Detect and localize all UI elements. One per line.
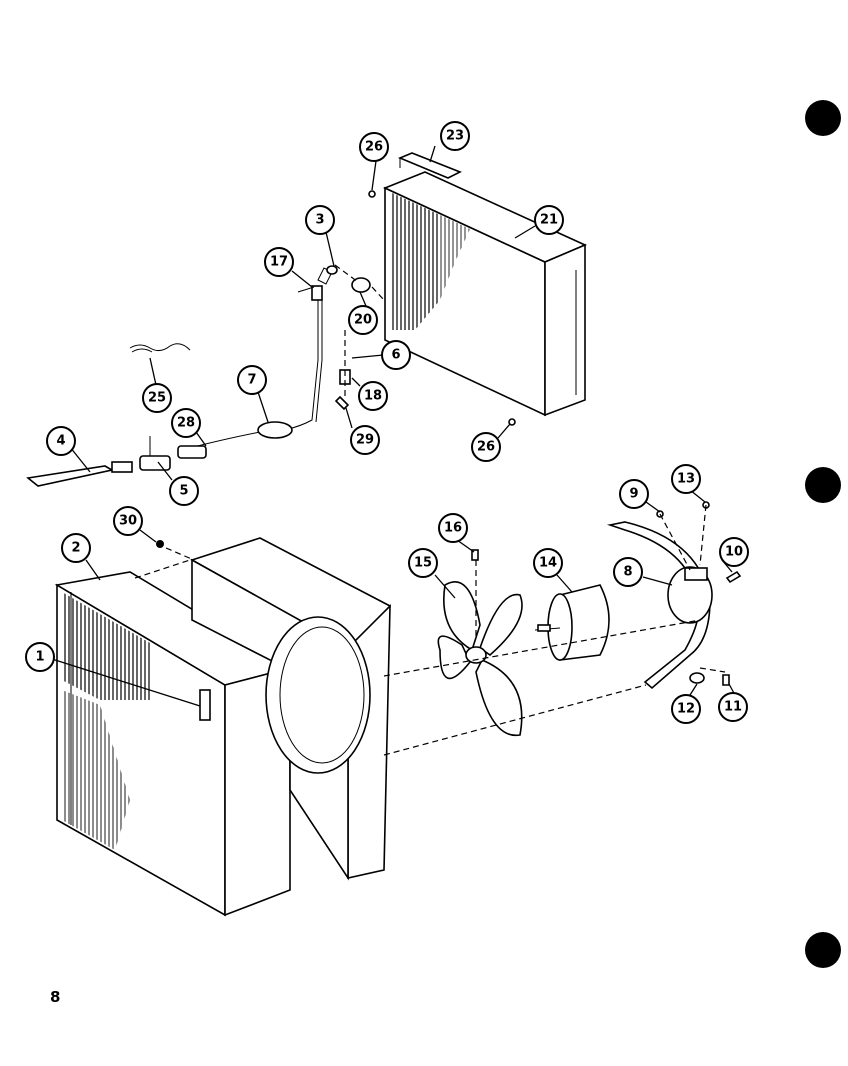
callout-7-label: 7 bbox=[247, 373, 256, 388]
mounting-bracket bbox=[397, 152, 462, 179]
callout-9-label: 9 bbox=[629, 487, 638, 502]
condenser-coil bbox=[382, 171, 587, 417]
callout-13-label: 13 bbox=[677, 472, 695, 487]
callout-14-label: 14 bbox=[539, 556, 557, 571]
page-number: 8 bbox=[50, 988, 61, 1006]
callout-11-label: 11 bbox=[724, 700, 742, 715]
callout-10: 10 bbox=[719, 537, 749, 567]
callout-25: 25 bbox=[142, 383, 172, 413]
callout-16: 16 bbox=[438, 513, 468, 543]
callout-9: 9 bbox=[619, 479, 649, 509]
callout-23-label: 23 bbox=[446, 129, 464, 144]
fan-blade bbox=[437, 580, 523, 737]
capillary-tube-assembly bbox=[189, 265, 371, 449]
callout-7: 7 bbox=[237, 365, 267, 395]
callout-11: 11 bbox=[718, 692, 748, 722]
motor-mount-band bbox=[606, 521, 713, 690]
callout-17: 17 bbox=[264, 247, 294, 277]
callout-6-label: 6 bbox=[391, 348, 400, 363]
alignment-lines bbox=[134, 264, 726, 756]
fan-shroud bbox=[190, 537, 391, 881]
callout-25-label: 25 bbox=[148, 391, 166, 406]
callout-26-top: 26 bbox=[359, 132, 389, 162]
callout-8: 8 bbox=[613, 557, 643, 587]
callout-12: 12 bbox=[671, 694, 701, 724]
callout-6: 6 bbox=[381, 340, 411, 370]
callout-28: 28 bbox=[171, 408, 201, 438]
callout-20-label: 20 bbox=[354, 313, 372, 328]
callout-3-label: 3 bbox=[315, 213, 324, 228]
leader-lines bbox=[51, 145, 736, 707]
callout-14: 14 bbox=[533, 548, 563, 578]
binder-hole-top bbox=[805, 100, 841, 136]
callout-16-label: 16 bbox=[444, 521, 462, 536]
callout-10-label: 10 bbox=[725, 545, 743, 560]
callout-30-label: 30 bbox=[119, 514, 137, 529]
binder-hole-bottom bbox=[805, 932, 841, 968]
callout-26-bottom-label: 26 bbox=[477, 440, 495, 455]
callout-12-label: 12 bbox=[677, 702, 695, 717]
fan-motor bbox=[534, 584, 610, 661]
binder-hole-middle bbox=[805, 467, 841, 503]
callout-21-label: 21 bbox=[540, 213, 558, 228]
callout-5: 5 bbox=[169, 476, 199, 506]
callout-29: 29 bbox=[350, 425, 380, 455]
callout-15: 15 bbox=[408, 548, 438, 578]
callout-13: 13 bbox=[671, 464, 701, 494]
callout-2-label: 2 bbox=[71, 541, 80, 556]
callout-4: 4 bbox=[46, 426, 76, 456]
callout-18: 18 bbox=[358, 381, 388, 411]
callout-1: 1 bbox=[25, 642, 55, 672]
front-grille-panel bbox=[54, 571, 293, 917]
callout-4-label: 4 bbox=[56, 434, 65, 449]
callout-26-bottom: 26 bbox=[471, 432, 501, 462]
heater-wire bbox=[129, 343, 191, 353]
callout-26-top-label: 26 bbox=[365, 140, 383, 155]
thermostat-probe bbox=[26, 436, 207, 487]
callout-17-label: 17 bbox=[270, 255, 288, 270]
callout-29-label: 29 bbox=[356, 433, 374, 448]
callout-15-label: 15 bbox=[414, 556, 432, 571]
callout-2: 2 bbox=[61, 533, 91, 563]
callout-1-label: 1 bbox=[35, 650, 44, 665]
callout-18-label: 18 bbox=[364, 389, 382, 404]
callout-21: 21 bbox=[534, 205, 564, 235]
callout-28-label: 28 bbox=[177, 416, 195, 431]
callout-3: 3 bbox=[305, 205, 335, 235]
callout-30: 30 bbox=[113, 506, 143, 536]
callout-5-label: 5 bbox=[179, 484, 188, 499]
callout-23: 23 bbox=[440, 121, 470, 151]
callout-8-label: 8 bbox=[623, 565, 632, 580]
callout-20: 20 bbox=[348, 305, 378, 335]
